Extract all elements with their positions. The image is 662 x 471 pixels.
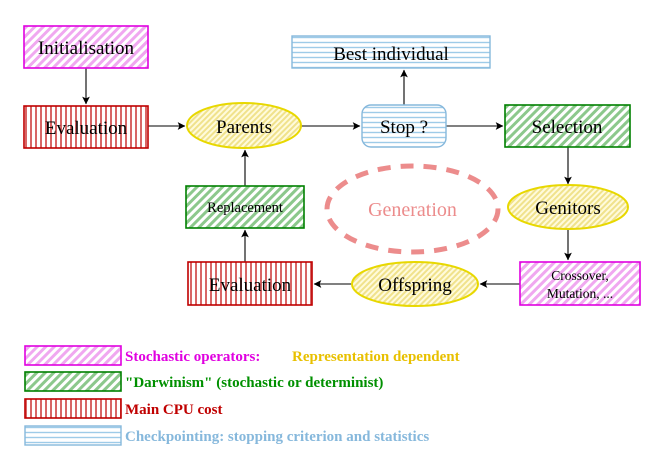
- legend: Stochastic operators: Representation dep…: [24, 345, 460, 446]
- node-genitors[interactable]: Genitors: [507, 184, 629, 230]
- edge-layer: [82, 68, 572, 288]
- legend-swatch-checkpointing: [24, 425, 122, 446]
- node-stop-label: Stop ?: [380, 117, 428, 138]
- legend-label-darwinism: "Darwinism" (stochastic or determinist): [125, 375, 383, 391]
- legend-label-cpu: Main CPU cost: [125, 402, 223, 418]
- legend-label-stochastic-secondary: Representation dependent: [292, 349, 460, 365]
- node-evaluation-bottom[interactable]: Evaluation: [187, 261, 313, 306]
- legend-item-stochastic: Stochastic operators: Representation dep…: [24, 345, 460, 366]
- node-offspring-label: Offspring: [378, 275, 452, 296]
- node-genitors-label: Genitors: [535, 198, 600, 219]
- node-evaluation-top-label: Evaluation: [45, 118, 128, 139]
- node-initialisation-label: Initialisation: [38, 38, 135, 59]
- node-generation-label: Generation: [368, 199, 457, 221]
- node-parents[interactable]: Parents: [186, 102, 302, 149]
- node-best-individual[interactable]: Best individual: [291, 35, 491, 69]
- node-crossover-label-line1: Crossover,: [551, 268, 609, 283]
- legend-item-cpu: Main CPU cost: [24, 398, 223, 419]
- legend-item-checkpointing: Checkpointing: stopping criterion and st…: [24, 425, 429, 446]
- node-replacement-label: Replacement: [207, 200, 283, 216]
- node-crossover[interactable]: Crossover, Mutation, ...: [519, 261, 641, 306]
- legend-label-stochastic: Stochastic operators:: [125, 349, 260, 365]
- node-crossover-label-line2: Mutation, ...: [547, 286, 613, 301]
- node-evaluation-top[interactable]: Evaluation: [23, 105, 149, 149]
- node-initialisation[interactable]: Initialisation: [23, 25, 149, 69]
- node-replacement[interactable]: Replacement: [185, 185, 305, 229]
- node-stop[interactable]: Stop ?: [361, 104, 447, 148]
- node-evaluation-bottom-label: Evaluation: [209, 275, 292, 296]
- node-offspring[interactable]: Offspring: [351, 261, 479, 307]
- node-selection[interactable]: Selection: [504, 104, 631, 148]
- legend-label-checkpointing: Checkpointing: stopping criterion and st…: [125, 429, 429, 445]
- node-parents-label: Parents: [216, 117, 272, 138]
- legend-swatch-stochastic: [24, 345, 122, 366]
- legend-swatch-darwinism: [24, 371, 122, 392]
- legend-item-darwinism: "Darwinism" (stochastic or determinist): [24, 371, 383, 392]
- node-generation: Generation: [324, 163, 501, 255]
- node-selection-label: Selection: [532, 117, 603, 138]
- node-best-individual-label: Best individual: [333, 44, 449, 65]
- legend-swatch-cpu: [24, 398, 122, 419]
